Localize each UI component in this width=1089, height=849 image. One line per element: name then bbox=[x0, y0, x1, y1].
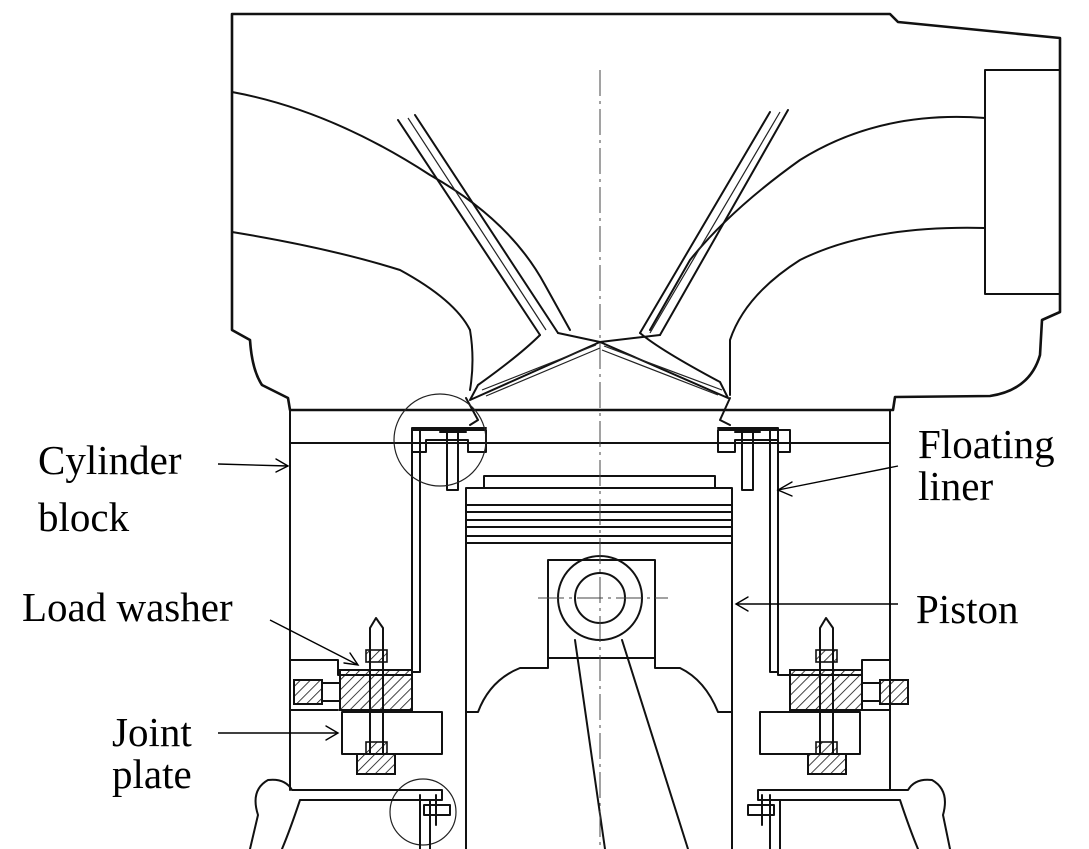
label-block: block bbox=[38, 494, 130, 540]
piston-rings bbox=[465, 504, 733, 544]
label-piston: Piston bbox=[916, 586, 1019, 632]
intake-port-throat bbox=[469, 329, 474, 391]
intake-valve-guide bbox=[407, 117, 547, 331]
side-bolt-right bbox=[879, 679, 909, 705]
intake-port-lower bbox=[231, 231, 471, 331]
crankcase-left bbox=[249, 778, 443, 849]
nut-left bbox=[356, 753, 396, 775]
joint-plate-left bbox=[341, 711, 443, 755]
intake-valve-stem bbox=[397, 114, 559, 336]
exhaust-valve-stem bbox=[639, 109, 789, 336]
arrow-cylinder-block bbox=[275, 458, 290, 473]
crankcase-inner-right bbox=[769, 794, 781, 849]
intake-port-upper bbox=[231, 91, 571, 331]
intake-valve-head bbox=[469, 332, 601, 401]
liner-flange-left bbox=[411, 429, 487, 453]
label-floating: Floating bbox=[918, 421, 1055, 467]
liner-flange-right bbox=[717, 429, 791, 453]
liner-bolt-right bbox=[734, 431, 761, 491]
combustion-chamber-edge bbox=[465, 397, 731, 426]
floating-liner-left bbox=[411, 427, 487, 673]
side-bolt-left-neck bbox=[321, 682, 341, 702]
washer-left-top bbox=[365, 649, 388, 663]
arrow-load-washer bbox=[343, 652, 360, 666]
joint-plate-right bbox=[759, 711, 861, 755]
intake-valve-face bbox=[481, 344, 601, 397]
nut-right bbox=[807, 753, 847, 775]
exhaust-port-upper bbox=[649, 115, 986, 331]
arrow-piston bbox=[734, 596, 749, 612]
exhaust-port-lower bbox=[729, 226, 986, 396]
washer-left-mid bbox=[365, 741, 388, 755]
exhaust-valve-face bbox=[601, 345, 723, 396]
piston-crown bbox=[477, 475, 723, 489]
load-washer-right bbox=[789, 669, 863, 711]
exhaust-valve-guide bbox=[649, 111, 781, 334]
stud-left bbox=[369, 617, 384, 755]
side-bolt-left bbox=[293, 679, 323, 705]
lower-bolt-left bbox=[423, 794, 451, 826]
detail-circle-top bbox=[393, 393, 487, 487]
connecting-rod bbox=[574, 639, 689, 849]
piston-skirt-cutout bbox=[465, 657, 733, 713]
label-cylinder: Cylinder bbox=[38, 437, 182, 483]
arrow-floating-liner bbox=[776, 481, 793, 497]
washer-right-top bbox=[815, 649, 838, 663]
arrow-joint-plate bbox=[325, 725, 340, 741]
label-plate: plate bbox=[112, 751, 192, 797]
label-joint: Joint bbox=[112, 709, 192, 755]
label-load-washer: Load washer bbox=[22, 584, 233, 630]
crankcase-right bbox=[757, 778, 951, 849]
leader-floating-liner bbox=[777, 465, 899, 491]
exhaust-flange bbox=[984, 69, 1061, 295]
side-bolt-right-neck bbox=[861, 682, 881, 702]
detail-circle-bottom bbox=[389, 778, 457, 846]
washer-right-mid bbox=[815, 741, 838, 755]
leader-load-washer bbox=[269, 619, 359, 666]
cylinder-head-outline bbox=[230, 12, 1062, 412]
lower-bolt-right bbox=[747, 794, 775, 826]
crankcase-inner-left bbox=[419, 794, 431, 849]
stud-right bbox=[819, 617, 834, 755]
floating-liner-right bbox=[717, 427, 779, 673]
label-liner: liner bbox=[918, 463, 994, 509]
liner-bolt-left bbox=[439, 431, 467, 491]
load-washer-left bbox=[339, 669, 413, 711]
exhaust-valve-head bbox=[599, 332, 729, 399]
leader-cylinder-block bbox=[217, 463, 289, 467]
